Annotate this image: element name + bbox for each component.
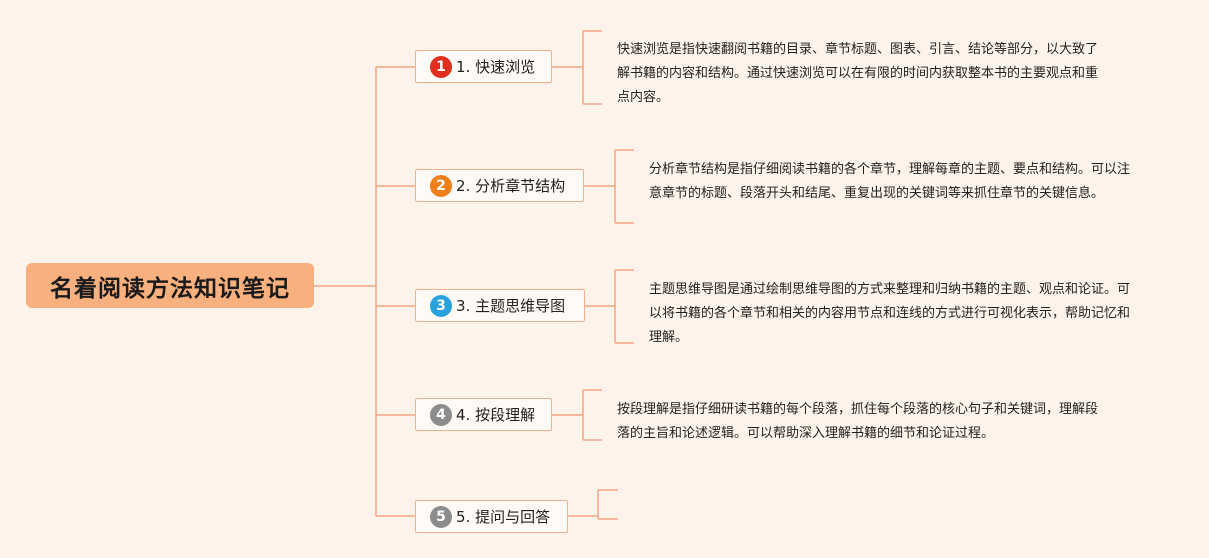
- branch-label: 4. 按段理解: [456, 406, 536, 424]
- branch-quick-browse[interactable]: 1 1. 快速浏览: [415, 50, 552, 83]
- note-paragraph-reading: 按段理解是指仔细研读书籍的每个段落，抓住每个段落的核心句子和关键词，理解段落的主…: [617, 402, 1099, 441]
- note-chapter-structure: 分析章节结构是指仔细阅读书籍的各个章节，理解每章的主题、要点和结构。可以注意章节…: [649, 162, 1131, 201]
- root-topic[interactable]: 名着阅读方法知识笔记: [26, 263, 314, 308]
- branch-label: 2. 分析章节结构: [456, 177, 566, 195]
- number-2-icon: 2: [430, 174, 452, 197]
- branch-paragraph-reading[interactable]: 4 4. 按段理解: [415, 398, 552, 431]
- branch-label: 1. 快速浏览: [456, 58, 536, 76]
- branch-question-answer[interactable]: 5 5. 提问与回答: [415, 500, 568, 533]
- note-mind-map: 主题思维导图是通过绘制思维导图的方式来整理和归纳书籍的主题、观点和论证。可以将书…: [649, 282, 1131, 345]
- branch-label: 5. 提问与回答: [456, 508, 551, 526]
- branch-chapter-structure[interactable]: 2 2. 分析章节结构: [415, 169, 584, 202]
- root-title: 名着阅读方法知识笔记: [50, 275, 290, 302]
- number-4-icon: 4: [430, 403, 452, 426]
- number-5-icon: 5: [430, 505, 452, 528]
- branch-label: 3. 主题思维导图: [456, 297, 566, 315]
- note-quick-browse: 快速浏览是指快速翻阅书籍的目录、章节标题、图表、引言、结论等部分，以大致了解书籍…: [617, 42, 1099, 105]
- number-1-icon: 1: [430, 55, 452, 78]
- number-3-icon: 3: [430, 294, 452, 317]
- branch-mind-map[interactable]: 3 3. 主题思维导图: [415, 289, 585, 322]
